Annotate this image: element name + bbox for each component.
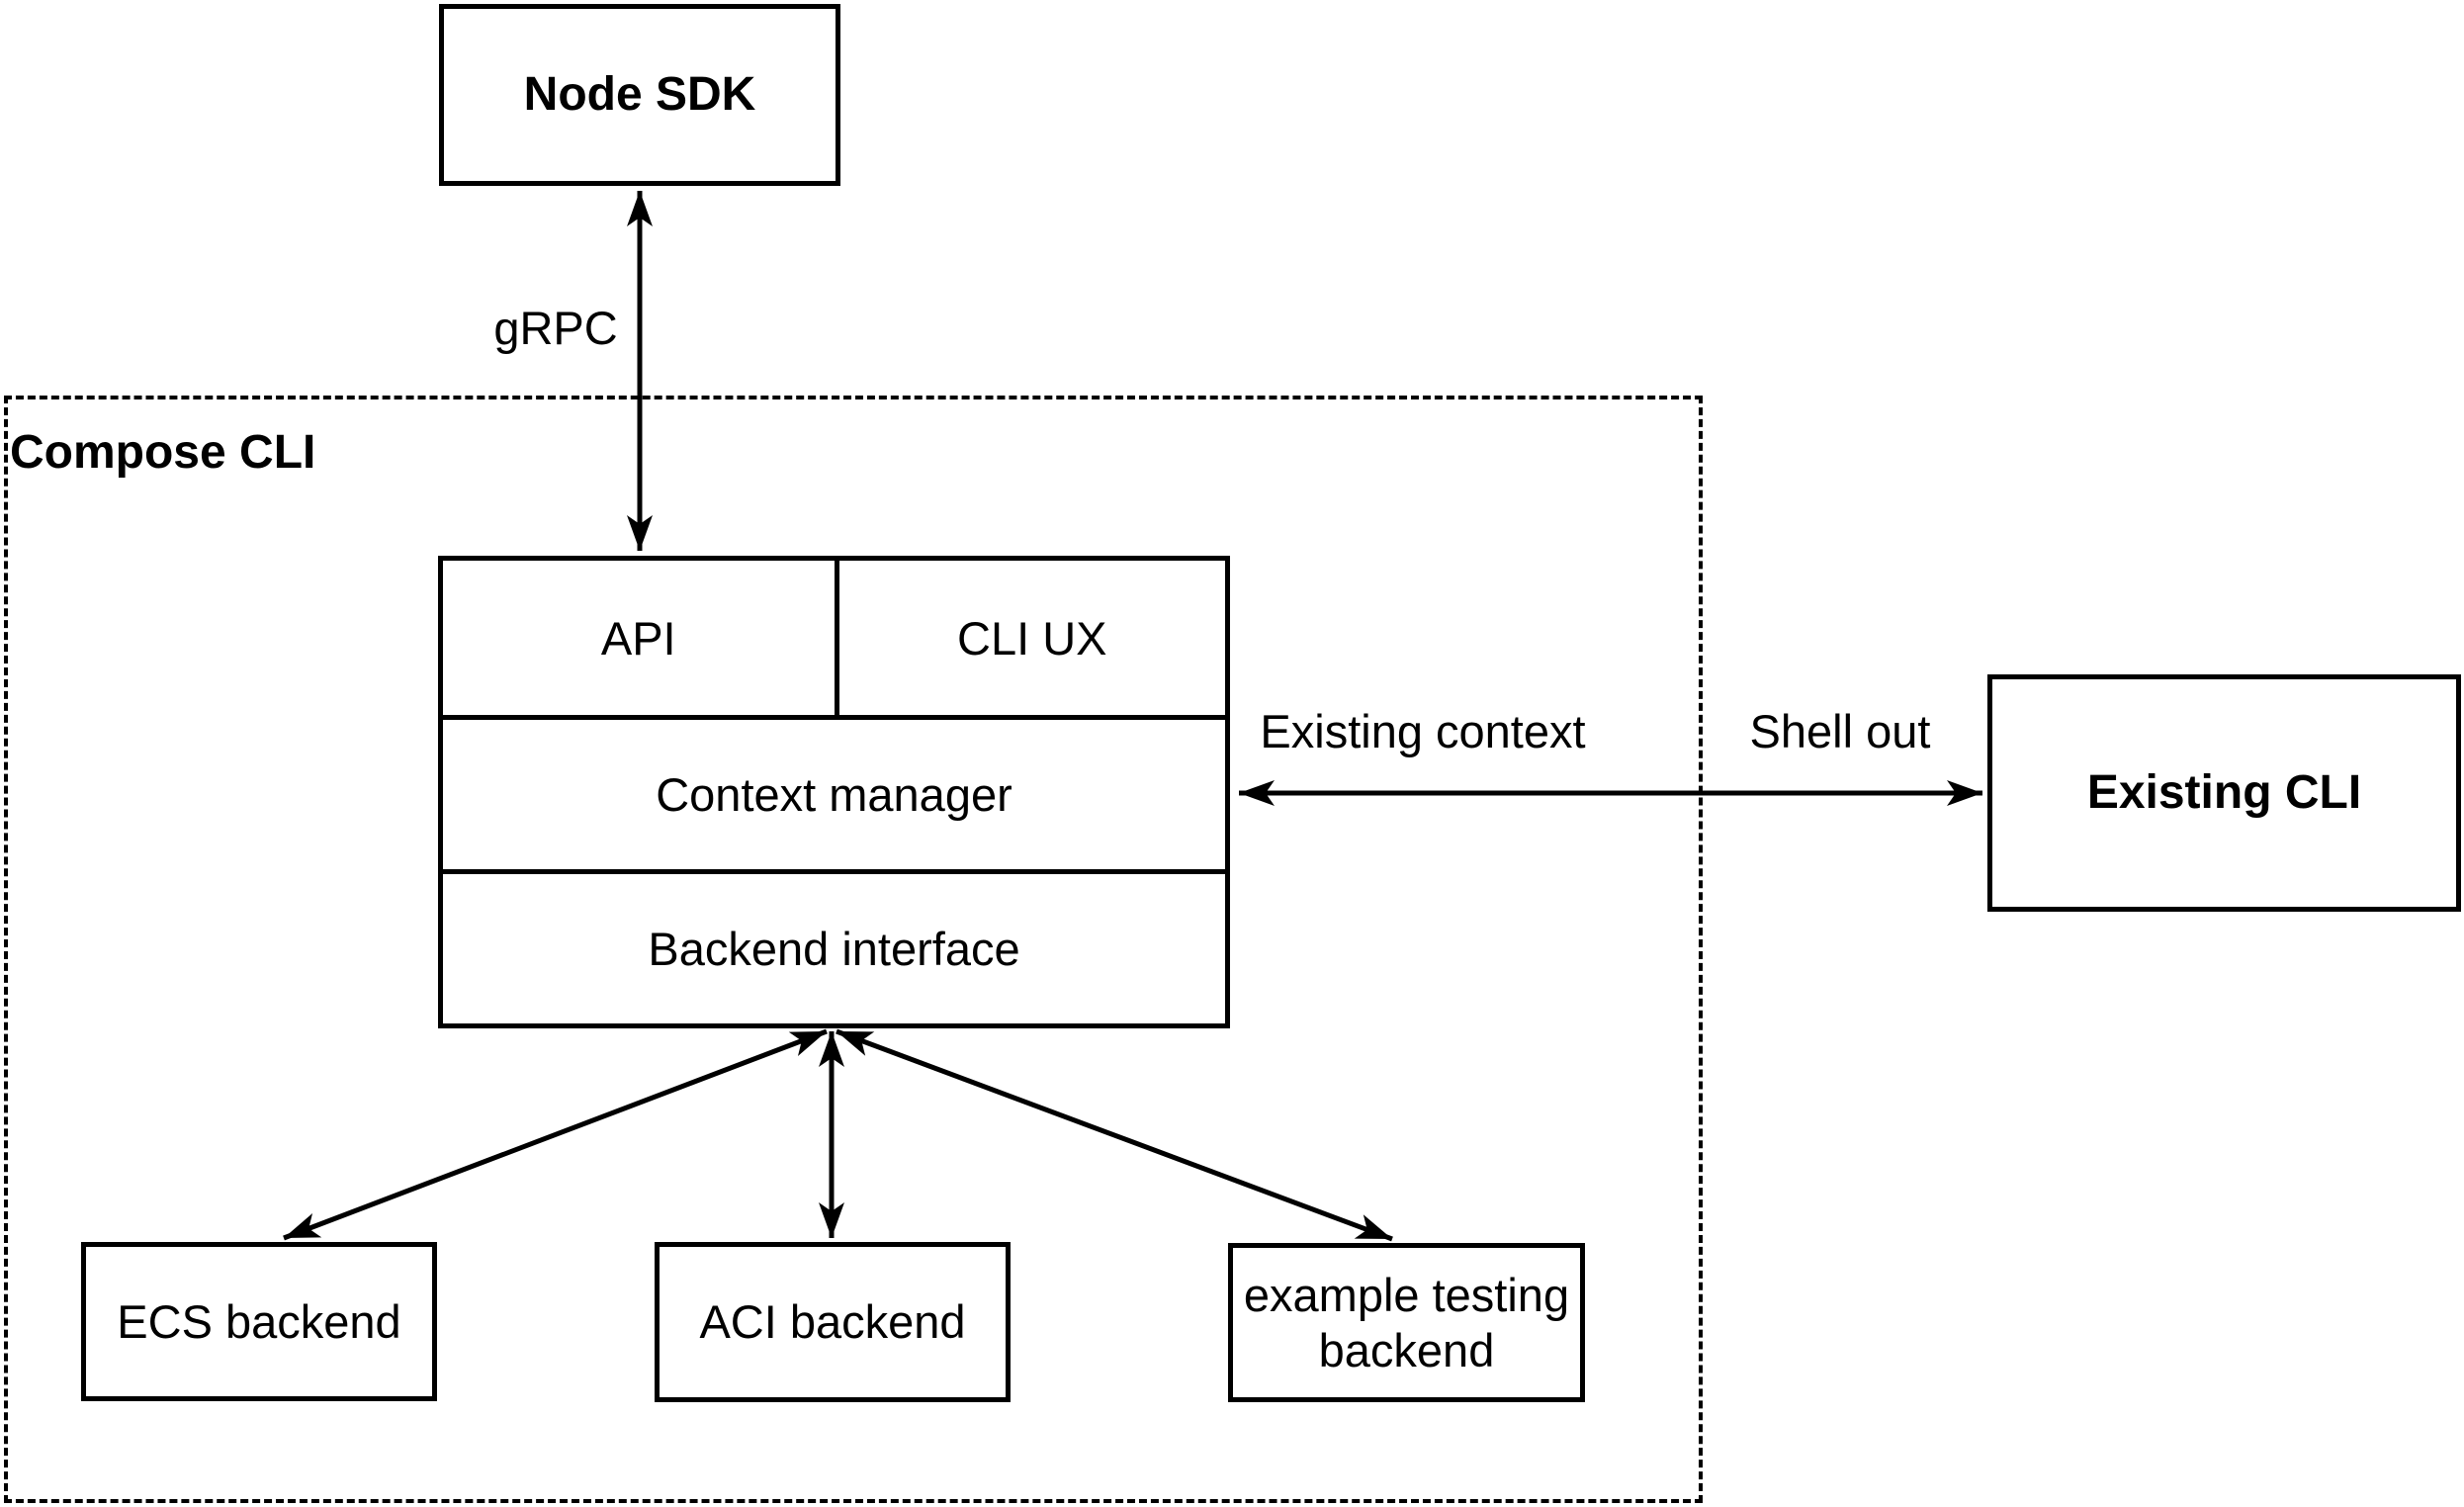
node-sdk-box: Node SDK bbox=[439, 4, 840, 186]
cli-ux-label: CLI UX bbox=[957, 611, 1107, 665]
context-manager-label: Context manager bbox=[656, 768, 1012, 821]
context-manager-cell: Context manager bbox=[443, 715, 1225, 869]
grpc-edge-label: gRPC bbox=[493, 302, 618, 354]
api-label: API bbox=[600, 611, 676, 665]
ecs-backend-label: ECS backend bbox=[117, 1294, 401, 1348]
compose-cli-group-label: Compose CLI bbox=[10, 426, 316, 479]
aci-backend-label: ACI backend bbox=[699, 1295, 966, 1349]
existing-context-edge-label: Existing context bbox=[1260, 705, 1586, 757]
example-testing-backend-box: example testing backend bbox=[1228, 1243, 1585, 1402]
backend-interface-cell: Backend interface bbox=[443, 869, 1225, 1023]
api-cell: API bbox=[443, 561, 835, 715]
cli-ux-cell: CLI UX bbox=[834, 561, 1226, 715]
ecs-backend-box: ECS backend bbox=[81, 1242, 437, 1401]
existing-cli-box: Existing CLI bbox=[1987, 674, 2461, 912]
node-sdk-label: Node SDK bbox=[523, 67, 756, 121]
compose-cli-core-box: API CLI UX Context manager Backend inter… bbox=[438, 556, 1230, 1028]
aci-backend-box: ACI backend bbox=[655, 1242, 1011, 1402]
example-testing-backend-label: example testing backend bbox=[1243, 1269, 1570, 1376]
existing-cli-label: Existing CLI bbox=[2086, 765, 2362, 819]
backend-interface-label: Backend interface bbox=[648, 923, 1020, 975]
shell-out-edge-label: Shell out bbox=[1749, 705, 1931, 757]
compose-cli-group bbox=[4, 396, 1703, 1503]
